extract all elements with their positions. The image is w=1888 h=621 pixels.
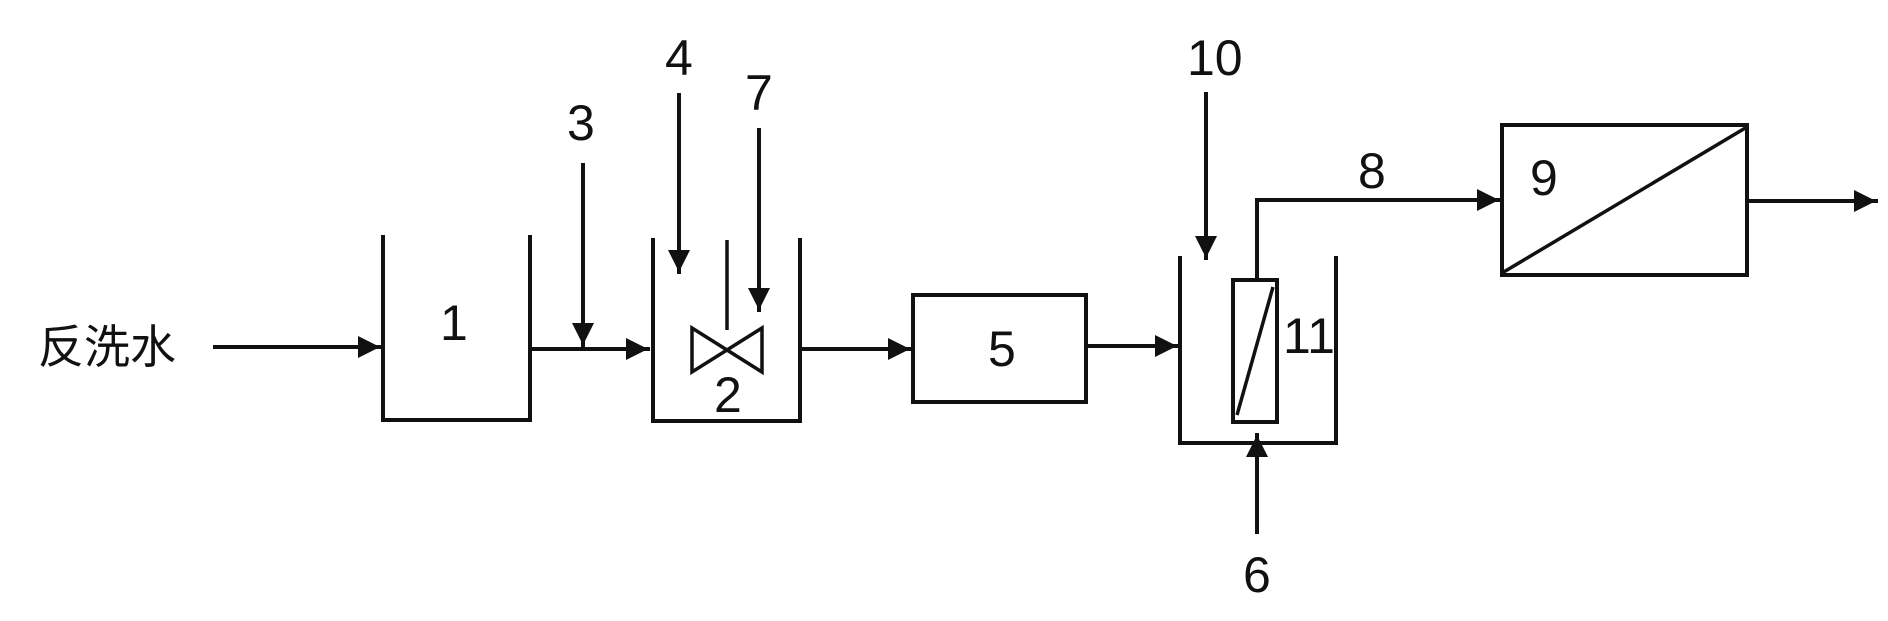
label-2: 2 <box>714 367 742 423</box>
tank-1 <box>381 235 532 422</box>
permeate-line-8 <box>1255 189 1501 282</box>
label-6: 6 <box>1243 547 1271 603</box>
label-11: 11 <box>1283 308 1335 364</box>
mixer-impeller <box>690 324 764 376</box>
label-3: 3 <box>567 95 595 151</box>
label-7: 7 <box>745 65 773 121</box>
label-1: 1 <box>440 295 468 351</box>
label-9: 9 <box>1530 150 1558 206</box>
label-8: 8 <box>1358 143 1386 199</box>
unit-5 <box>911 293 1088 404</box>
label-5: 5 <box>988 321 1016 377</box>
label-10: 10 <box>1187 30 1243 86</box>
reaction-tank-2 <box>651 238 802 423</box>
label-4: 4 <box>665 30 693 86</box>
backwash-water-label: 反洗水 <box>38 320 176 374</box>
unit-9-diagonal <box>1501 125 1748 275</box>
membrane-module-diagonal <box>1235 286 1275 416</box>
